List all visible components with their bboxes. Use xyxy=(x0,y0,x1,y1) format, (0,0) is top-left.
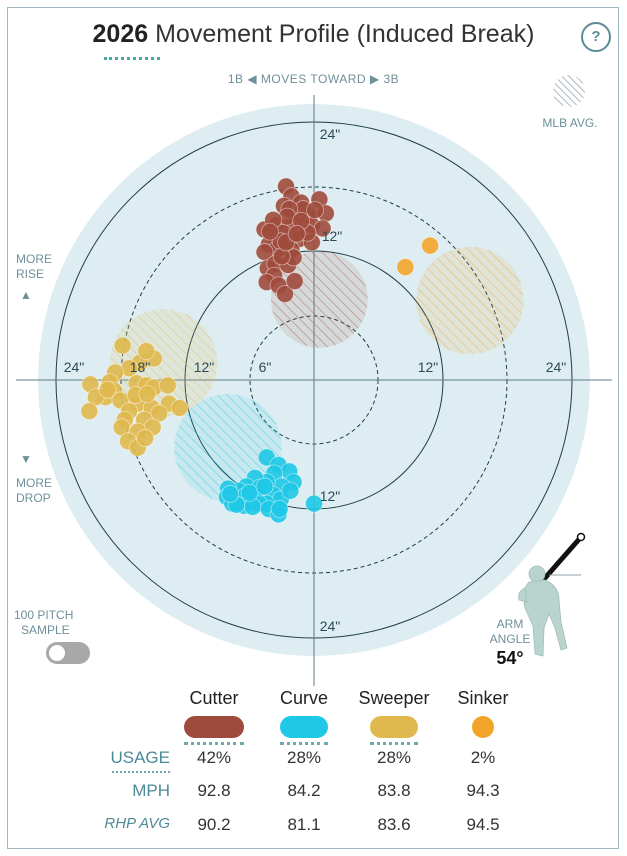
arm-angle-line1: ARM xyxy=(496,617,524,631)
more-rise-line1: MORE xyxy=(16,252,52,266)
title-text: Movement Profile (Induced Break) xyxy=(155,20,535,48)
pitch-point-sinker[interactable] xyxy=(421,236,440,255)
more-rise-line2: RISE xyxy=(16,267,45,281)
pitcher-arm-angle-icon xyxy=(518,532,586,657)
swatch-underline-cutter xyxy=(184,742,244,745)
ring-label-24-left: 24" xyxy=(64,359,85,375)
moves-toward-label: 1B ◀ MOVES TOWARD ▶ 3B xyxy=(227,72,400,86)
pitch-name-sinker[interactable]: Sinker xyxy=(457,688,509,708)
more-drop-label: MORE DROP xyxy=(16,476,52,506)
usage-sweeper: 28% xyxy=(376,748,412,767)
more-rise-label: MORE RISE xyxy=(16,252,52,282)
pitch-sample-label: 100 PITCH SAMPLE xyxy=(14,608,73,638)
pitch-point-sweeper[interactable] xyxy=(113,336,132,355)
usage-curve: 28% xyxy=(286,748,322,767)
pitch-sample-line2: SAMPLE xyxy=(21,623,70,637)
swatch-curve[interactable] xyxy=(280,716,328,738)
movement-plot: 24" 24" 24" 24" 18" 12" 12" 12" 6" 12" xyxy=(16,95,612,686)
pitch-point-curve[interactable] xyxy=(221,485,240,503)
swatch-underline-sweeper xyxy=(370,742,418,745)
pitch-point-sweeper[interactable] xyxy=(138,385,157,403)
pitch-point-curve[interactable] xyxy=(255,477,274,496)
pitch-point-sweeper[interactable] xyxy=(80,402,99,421)
pitch-point-sweeper[interactable] xyxy=(170,399,189,417)
rhp-avg-sweeper: 83.6 xyxy=(377,815,411,834)
row-label-usage[interactable]: USAGE xyxy=(110,748,170,767)
rhp-avg-cutter: 90.2 xyxy=(197,815,231,834)
row-label-mph: MPH xyxy=(132,781,170,800)
card-frame xyxy=(7,7,619,849)
ring-label-6-left: 6" xyxy=(259,359,272,375)
year-dropdown-underline[interactable] xyxy=(104,57,160,60)
mlb-avg-legend-icon xyxy=(553,75,585,107)
ring-label-18-left: 18" xyxy=(130,359,151,375)
ring-label-12-right: 12" xyxy=(418,359,439,375)
swatch-cutter[interactable] xyxy=(184,716,244,738)
pitch-point-cutter[interactable] xyxy=(276,285,294,303)
pitch-point-cutter[interactable] xyxy=(287,224,306,243)
mlb-avg-label: MLB AVG. xyxy=(542,116,598,130)
mph-cutter: 92.8 xyxy=(197,781,231,800)
row-label-rhp-avg: RHP AVG xyxy=(104,815,170,832)
title-year: 2026 xyxy=(92,20,149,48)
pitch-name-sweeper[interactable]: Sweeper xyxy=(358,688,430,708)
more-drop-line1: MORE xyxy=(16,476,52,490)
up-arrow-icon: ▲ xyxy=(20,288,32,302)
pitch-point-cutter[interactable] xyxy=(261,222,279,241)
pitch-point-sweeper[interactable] xyxy=(136,429,155,447)
ring-label-24-bottom: 24" xyxy=(320,618,341,634)
ring-label-24-top: 24" xyxy=(320,126,341,142)
ring-label-12-top: 12" xyxy=(322,228,343,244)
pitch-name-curve[interactable]: Curve xyxy=(279,688,328,708)
pitch-point-sweeper[interactable] xyxy=(137,342,156,360)
pitch-sample-line1: 100 PITCH xyxy=(14,608,74,622)
pitch-point-curve[interactable] xyxy=(281,481,300,500)
mph-curve: 84.2 xyxy=(287,781,321,800)
pitch-point-curve[interactable] xyxy=(305,494,323,513)
down-arrow-icon: ▼ xyxy=(20,452,32,466)
pitch-point-sinker[interactable] xyxy=(396,258,415,277)
pitch-point-sweeper[interactable] xyxy=(98,380,117,399)
arm-angle-line2: ANGLE xyxy=(489,632,531,646)
pitch-sample-toggle[interactable] xyxy=(46,642,90,664)
toggle-knob xyxy=(49,645,65,661)
ring-label-12-left: 12" xyxy=(194,359,215,375)
usage-underline xyxy=(112,771,170,773)
ring-label-12-bottom: 12" xyxy=(320,488,341,504)
pitch-point-curve[interactable] xyxy=(270,500,289,518)
mlb-avg-area-sinker xyxy=(416,246,524,355)
swatch-sinker[interactable] xyxy=(472,716,494,738)
pitch-point-sweeper[interactable] xyxy=(158,376,177,395)
page-title: 2026 Movement Profile (Induced Break) xyxy=(0,20,627,49)
pitch-point-curve[interactable] xyxy=(240,483,259,502)
more-drop-line2: DROP xyxy=(16,491,51,505)
arm-angle-label: ARM ANGLE xyxy=(470,617,550,647)
pitch-point-cutter[interactable] xyxy=(306,201,324,220)
pitch-point-cutter[interactable] xyxy=(285,272,304,291)
rhp-avg-sinker: 94.5 xyxy=(466,815,500,834)
mph-sweeper: 83.8 xyxy=(377,781,411,800)
mph-sinker: 94.3 xyxy=(466,781,500,800)
arm-angle-value: 54° xyxy=(496,648,524,668)
swatch-underline-curve xyxy=(280,742,328,745)
usage-cutter: 42% xyxy=(196,748,232,767)
pitch-name-cutter[interactable]: Cutter xyxy=(189,688,239,708)
usage-sinker: 2% xyxy=(470,748,496,767)
swatch-sweeper[interactable] xyxy=(370,716,418,738)
ring-label-24-right: 24" xyxy=(546,359,567,375)
rhp-avg-curve: 81.1 xyxy=(287,815,321,834)
help-button[interactable]: ? xyxy=(581,22,611,52)
